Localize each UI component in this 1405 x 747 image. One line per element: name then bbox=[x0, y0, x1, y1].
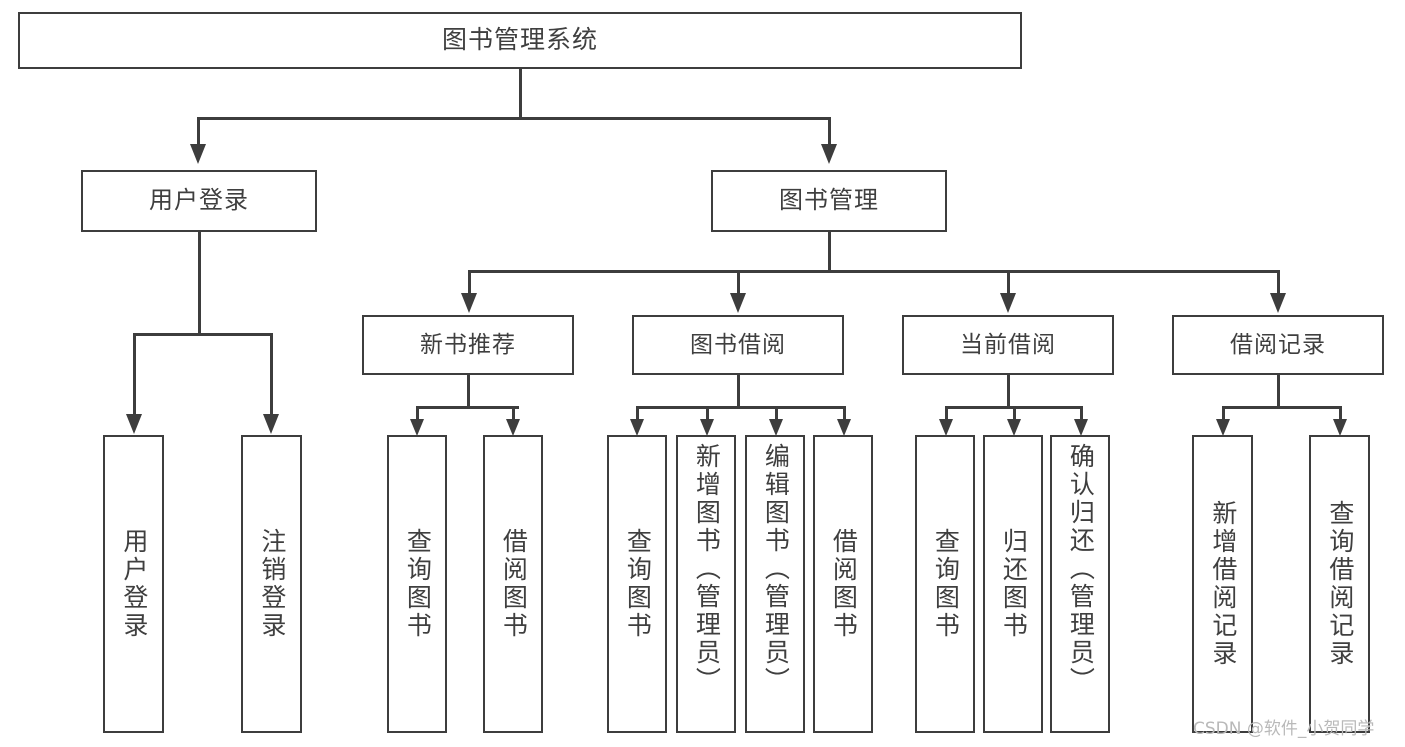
connector-new-book-bus bbox=[416, 406, 519, 409]
arrowhead-nb-borrow-book bbox=[506, 419, 520, 436]
node-label: 图书借阅 bbox=[690, 331, 786, 358]
arrowhead-leaf-user-login bbox=[126, 414, 142, 434]
node-book-management[interactable]: 图书管理 bbox=[711, 170, 947, 232]
leaf-br-query-record[interactable]: 查询借阅记录 bbox=[1309, 435, 1370, 733]
connector-br-drop-2 bbox=[1339, 406, 1342, 420]
arrowhead-cb-return-book bbox=[1007, 419, 1021, 436]
arrowhead-bb-add-book bbox=[700, 419, 714, 436]
leaf-nb-borrow-book[interactable]: 借阅图书 bbox=[483, 435, 543, 733]
node-label: 借阅记录 bbox=[1230, 331, 1326, 358]
connector-cb-drop-2 bbox=[1013, 406, 1016, 420]
connector-borrow-record-stem bbox=[1277, 375, 1280, 408]
leaf-label: 借阅图书 bbox=[499, 528, 529, 640]
connector-book-borrow-stem bbox=[737, 375, 740, 408]
leaf-cb-return-book[interactable]: 归还图书 bbox=[983, 435, 1043, 733]
connector-root-drop-left bbox=[197, 117, 200, 145]
leaf-bb-query-book[interactable]: 查询图书 bbox=[607, 435, 667, 733]
node-user-login[interactable]: 用户登录 bbox=[81, 170, 317, 232]
connector-cb-drop-1 bbox=[945, 406, 948, 420]
node-label: 用户登录 bbox=[149, 186, 249, 215]
arrowhead-cb-query-book bbox=[939, 419, 953, 436]
leaf-label: 新增图书（管理员） bbox=[692, 443, 722, 695]
connector-bb-drop-3 bbox=[775, 406, 778, 420]
connector-user-login-bus bbox=[133, 333, 272, 336]
leaf-label: 归还图书 bbox=[999, 528, 1029, 640]
connector-book-manage-bus bbox=[468, 270, 1279, 273]
node-book-borrow[interactable]: 图书借阅 bbox=[632, 315, 844, 375]
leaf-label: 编辑图书（管理员） bbox=[761, 443, 791, 695]
arrowhead-new-book-rec bbox=[461, 293, 477, 313]
leaf-label: 查询图书 bbox=[931, 528, 961, 640]
leaf-label: 借阅图书 bbox=[829, 528, 859, 640]
leaf-logout[interactable]: 注销登录 bbox=[241, 435, 302, 733]
connector-user-login-stem bbox=[198, 232, 201, 335]
arrowhead-cb-confirm-return bbox=[1074, 419, 1088, 436]
arrowhead-bb-borrow-book bbox=[837, 419, 851, 436]
connector-new-book-stem bbox=[467, 375, 470, 408]
connector-new-book-drop-1 bbox=[416, 406, 419, 420]
arrowhead-leaf-logout bbox=[263, 414, 279, 434]
leaf-nb-query-book[interactable]: 查询图书 bbox=[387, 435, 447, 733]
connector-book-manage-stem bbox=[828, 232, 831, 272]
connector-borrow-record-bus bbox=[1222, 406, 1341, 409]
leaf-label: 确认归还（管理员） bbox=[1066, 443, 1096, 695]
connector-l3-drop-3 bbox=[1007, 270, 1010, 294]
connector-l3-drop-2 bbox=[737, 270, 740, 294]
node-new-book-recommend[interactable]: 新书推荐 bbox=[362, 315, 574, 375]
node-root-system[interactable]: 图书管理系统 bbox=[18, 12, 1022, 69]
arrowhead-br-query-record bbox=[1333, 419, 1347, 436]
connector-new-book-drop-2 bbox=[512, 406, 515, 420]
leaf-label: 新增借阅记录 bbox=[1208, 500, 1238, 668]
connector-cb-drop-3 bbox=[1080, 406, 1083, 420]
leaf-label: 查询借阅记录 bbox=[1325, 500, 1355, 668]
node-label: 当前借阅 bbox=[960, 331, 1056, 358]
node-borrow-record[interactable]: 借阅记录 bbox=[1172, 315, 1384, 375]
arrowhead-br-add-record bbox=[1216, 419, 1230, 436]
leaf-bb-edit-book[interactable]: 编辑图书（管理员） bbox=[745, 435, 805, 733]
arrowhead-bb-query-book bbox=[630, 419, 644, 436]
connector-br-drop-1 bbox=[1222, 406, 1225, 420]
connector-user-login-drop-2 bbox=[270, 333, 273, 415]
connector-bb-drop-1 bbox=[636, 406, 639, 420]
arrowhead-current-borrow bbox=[1000, 293, 1016, 313]
node-label: 新书推荐 bbox=[420, 331, 516, 358]
watermark: CSDN @软件_小贺同学 bbox=[1193, 719, 1375, 739]
leaf-cb-query-book[interactable]: 查询图书 bbox=[915, 435, 975, 733]
leaf-bb-borrow-book[interactable]: 借阅图书 bbox=[813, 435, 873, 733]
connector-root-drop-right bbox=[828, 117, 831, 145]
node-label: 图书管理 bbox=[779, 186, 879, 215]
leaf-label: 查询图书 bbox=[403, 528, 433, 640]
leaf-label: 用户登录 bbox=[119, 528, 149, 640]
connector-book-borrow-bus bbox=[636, 406, 844, 409]
leaf-user-login[interactable]: 用户登录 bbox=[103, 435, 164, 733]
leaf-cb-confirm-return[interactable]: 确认归还（管理员） bbox=[1050, 435, 1110, 733]
connector-l3-drop-4 bbox=[1277, 270, 1280, 294]
connector-root-bus bbox=[197, 117, 830, 120]
arrowhead-bb-edit-book bbox=[769, 419, 783, 436]
connector-bb-drop-4 bbox=[843, 406, 846, 420]
leaf-bb-add-book[interactable]: 新增图书（管理员） bbox=[676, 435, 736, 733]
leaf-label: 注销登录 bbox=[257, 528, 287, 640]
connector-bb-drop-2 bbox=[706, 406, 709, 420]
arrowhead-borrow-record bbox=[1270, 293, 1286, 313]
node-label: 图书管理系统 bbox=[441, 25, 598, 55]
connector-current-borrow-stem bbox=[1007, 375, 1010, 408]
leaf-label: 查询图书 bbox=[623, 528, 653, 640]
leaf-br-add-record[interactable]: 新增借阅记录 bbox=[1192, 435, 1253, 733]
arrowhead-book-borrow bbox=[730, 293, 746, 313]
connector-user-login-drop-1 bbox=[133, 333, 136, 415]
arrowhead-nb-query-book bbox=[410, 419, 424, 436]
connector-l3-drop-1 bbox=[468, 270, 471, 294]
connector-root-stem bbox=[519, 69, 522, 119]
arrowhead-user-login bbox=[190, 144, 206, 164]
node-current-borrow[interactable]: 当前借阅 bbox=[902, 315, 1114, 375]
arrowhead-book-manage bbox=[821, 144, 837, 164]
